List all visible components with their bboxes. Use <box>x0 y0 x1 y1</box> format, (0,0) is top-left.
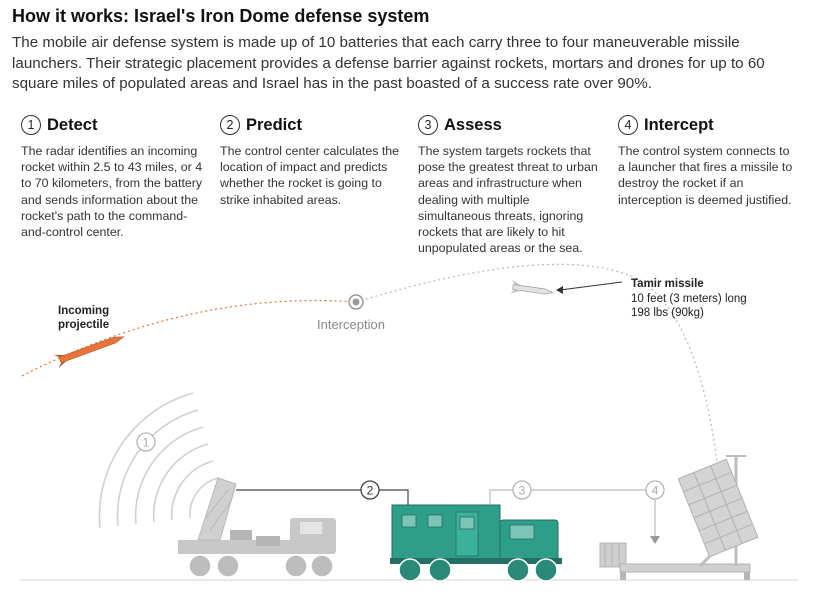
step-description: The radar identifies an incoming rocket … <box>21 144 203 240</box>
step-number: 2 <box>220 115 240 135</box>
svg-text:1: 1 <box>143 436 150 450</box>
radar-truck-icon <box>178 477 336 578</box>
tamir-missile-label: Tamir missile 10 feet (3 meters) long 19… <box>631 278 747 319</box>
step-description: The control center calculates the locati… <box>220 144 400 207</box>
diagram-marker-4: 4 <box>645 480 665 500</box>
tamir-pointer-arrow <box>559 281 623 291</box>
page-title: How it works: Israel's Iron Dome defense… <box>12 6 430 26</box>
missile-launcher-icon <box>599 455 759 580</box>
interception-label: Interception <box>317 317 385 332</box>
diagram-marker-2: 2 <box>360 480 380 500</box>
launcher-link-arrowhead <box>650 536 660 544</box>
launcher-link-line <box>489 489 656 538</box>
tamir-pointer-arrowhead <box>556 286 563 294</box>
step-title: Intercept <box>644 115 714 134</box>
control-center-truck-icon <box>390 504 562 582</box>
step-number: 3 <box>418 115 438 135</box>
step-intercept: 4 Intercept The control system connects … <box>618 114 798 208</box>
svg-text:4: 4 <box>652 484 659 498</box>
step-number: 1 <box>21 115 41 135</box>
page-subtitle: The mobile air defense system is made up… <box>12 34 765 92</box>
radar-waves <box>98 392 219 529</box>
step-description: The system targets rockets that pose the… <box>418 144 598 256</box>
diagram-marker-3: 3 <box>512 480 532 500</box>
step-assess: 3 Assess The system targets rockets that… <box>418 114 606 256</box>
svg-text:2: 2 <box>367 484 374 498</box>
svg-text:3: 3 <box>519 484 526 498</box>
diagram-marker-1: 1 <box>136 432 156 452</box>
step-number: 4 <box>618 115 638 135</box>
step-predict: 2 Predict The control center calculates … <box>220 114 402 208</box>
interception-point-icon <box>348 294 364 310</box>
step-detect: 1 Detect The radar identifies an incomin… <box>21 114 209 240</box>
step-title: Predict <box>246 115 302 134</box>
step-description: The control system connects to a launche… <box>618 144 793 207</box>
step-title: Assess <box>444 115 502 134</box>
tamir-missile-icon <box>510 279 554 295</box>
step-title: Detect <box>47 115 98 134</box>
